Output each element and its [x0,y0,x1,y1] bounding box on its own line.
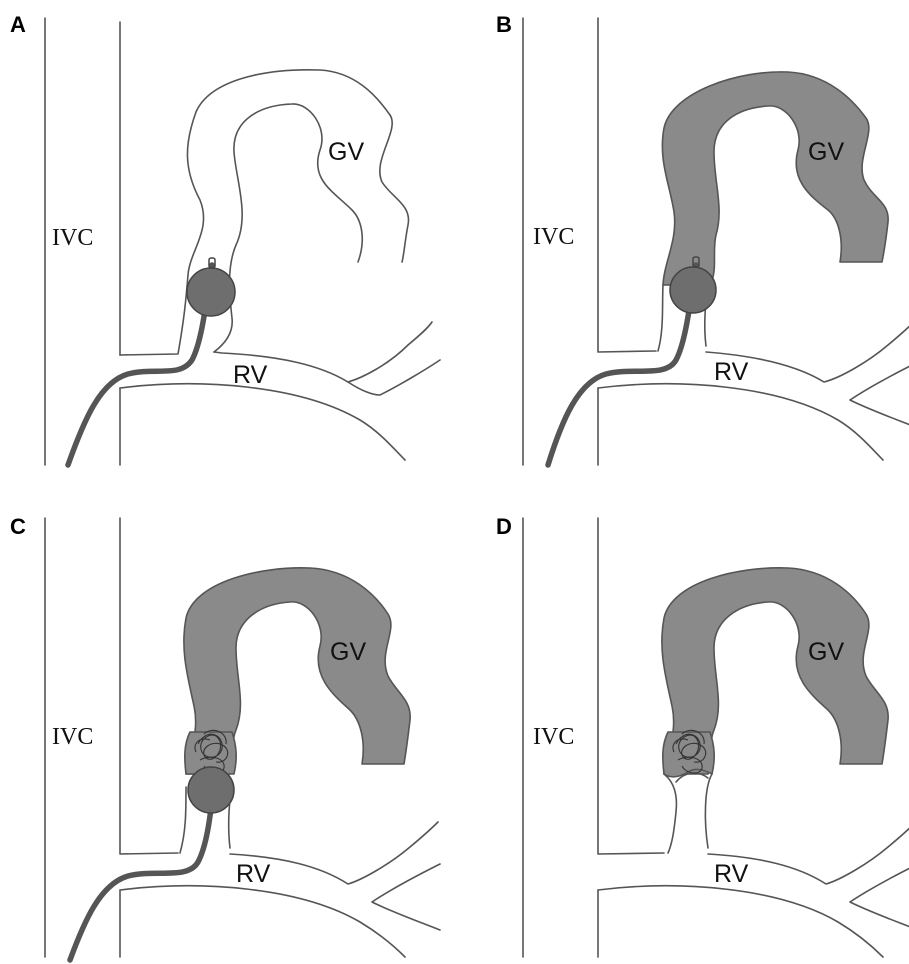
rv-lower-wall [598,384,883,460]
occlusion-balloon [188,767,234,813]
rv-branch-wall [850,864,909,930]
ivc-right-wall-upper [120,518,178,854]
panel-b: B IVC GV RV [478,0,909,482]
gv-inner-wall-lower [705,774,712,848]
ivc-right-wall-upper [598,518,664,854]
panel-letter: A [10,12,26,37]
panel-letter: D [496,514,512,539]
gv-label: GV [808,138,844,166]
balloon-catheter [70,782,214,960]
rv-label: RV [236,860,271,888]
gv-outer-wall-lower [664,774,677,853]
panel-d: D IVC GV RV [478,482,909,964]
panel-letter: C [10,514,26,539]
occlusion-balloon [670,267,716,313]
gv-label: GV [330,638,366,666]
rv-branch-wall [850,362,909,428]
ivc-label: IVC [52,724,93,750]
gastric-varix-filled [662,72,888,285]
panel-letter: B [496,12,512,37]
rv-lower-wall [120,886,405,957]
ivc-label: IVC [533,224,574,250]
rv-label: RV [714,860,749,888]
rv-branch-wall [372,864,440,930]
rv-label: RV [233,361,268,389]
occlusion-balloon [187,268,235,316]
gv-label: GV [328,138,364,166]
coil-region-fill [663,732,714,777]
rv-lower-wall [120,384,405,460]
gv-outer-wall-lower [180,787,186,853]
panel-c: C IVC GV RV [0,482,460,964]
gv-label: GV [808,638,844,666]
panel-a: A IVC GV RV [0,0,460,482]
gv-outer-wall [120,70,409,355]
gv-outer-wall-lower [658,285,663,351]
ivc-label: IVC [52,225,93,251]
rv-lower-wall [598,886,883,957]
ivc-right-wall-upper [598,18,656,352]
rv-label: RV [714,358,749,386]
ivc-label: IVC [533,724,574,750]
